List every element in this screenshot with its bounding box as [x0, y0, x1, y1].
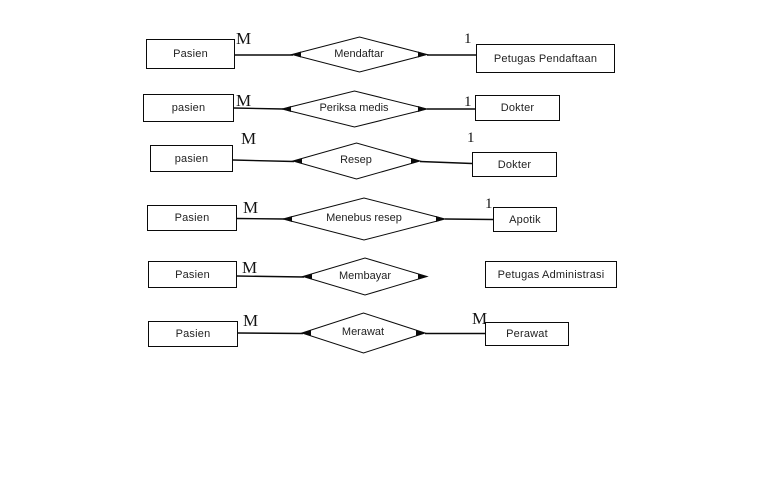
- connector-line: [237, 332, 304, 335]
- relationship-label-periksa-medis: Periksa medis: [319, 102, 389, 114]
- entity-box-pasien-4: Pasien: [147, 205, 237, 231]
- entity-box-dokter-2: Dokter: [472, 152, 557, 177]
- cardinality-label: 1: [467, 130, 475, 146]
- arrowhead: [411, 158, 420, 164]
- arrowhead: [293, 158, 302, 164]
- cardinality-label: 1: [464, 31, 472, 47]
- entity-box-apotik: Apotik: [493, 207, 557, 232]
- cardinality-label: M: [472, 309, 488, 328]
- relationship-label-membayar: Membayar: [339, 270, 391, 282]
- entity-box-pasien-2: pasien: [143, 94, 234, 122]
- entity-box-pasien-1: Pasien: [146, 39, 235, 69]
- entity-box-perawat: Perawat: [485, 322, 569, 346]
- cardinality-label: M: [236, 91, 252, 110]
- relationship-label-mendaftar: Mendaftar: [334, 48, 384, 60]
- connector-line: [419, 160, 473, 165]
- arrowhead: [418, 273, 427, 280]
- arrowhead: [302, 330, 311, 336]
- cardinality-label: M: [243, 311, 259, 330]
- arrowhead: [436, 216, 445, 222]
- cardinality-label: M: [236, 29, 252, 48]
- arrowhead: [418, 51, 427, 58]
- entity-box-pasien-5: Pasien: [148, 261, 237, 288]
- arrowhead: [303, 273, 312, 280]
- cardinality-label: 1: [464, 94, 472, 110]
- cardinality-label: M: [243, 198, 259, 217]
- entity-box-pasien-3: pasien: [150, 145, 233, 172]
- entity-box-pasien-6: Pasien: [148, 321, 238, 347]
- connector-line: [444, 218, 494, 221]
- entity-box-dokter-1: Dokter: [475, 95, 560, 121]
- cardinality-label: M: [241, 129, 257, 148]
- arrowhead: [418, 106, 427, 112]
- arrowhead: [283, 216, 292, 222]
- entity-box-petugas-pendaftaan: Petugas Pendaftaan: [476, 44, 615, 73]
- connector-line: [236, 217, 285, 220]
- arrowhead: [292, 51, 301, 58]
- cardinality-label: 1: [485, 196, 493, 212]
- relationship-label-resep: Resep: [340, 154, 372, 166]
- cardinality-label: M: [242, 258, 258, 277]
- arrowhead: [416, 330, 425, 336]
- relationship-label-menebus-resep: Menebus resep: [326, 212, 402, 224]
- connector-line: [233, 107, 284, 110]
- connector-line: [236, 275, 305, 278]
- relationship-label-merawat: Merawat: [341, 326, 385, 338]
- entity-box-petugas-administrasi: Petugas Administrasi: [485, 261, 617, 288]
- arrowhead: [282, 106, 291, 112]
- connector-line: [232, 159, 295, 163]
